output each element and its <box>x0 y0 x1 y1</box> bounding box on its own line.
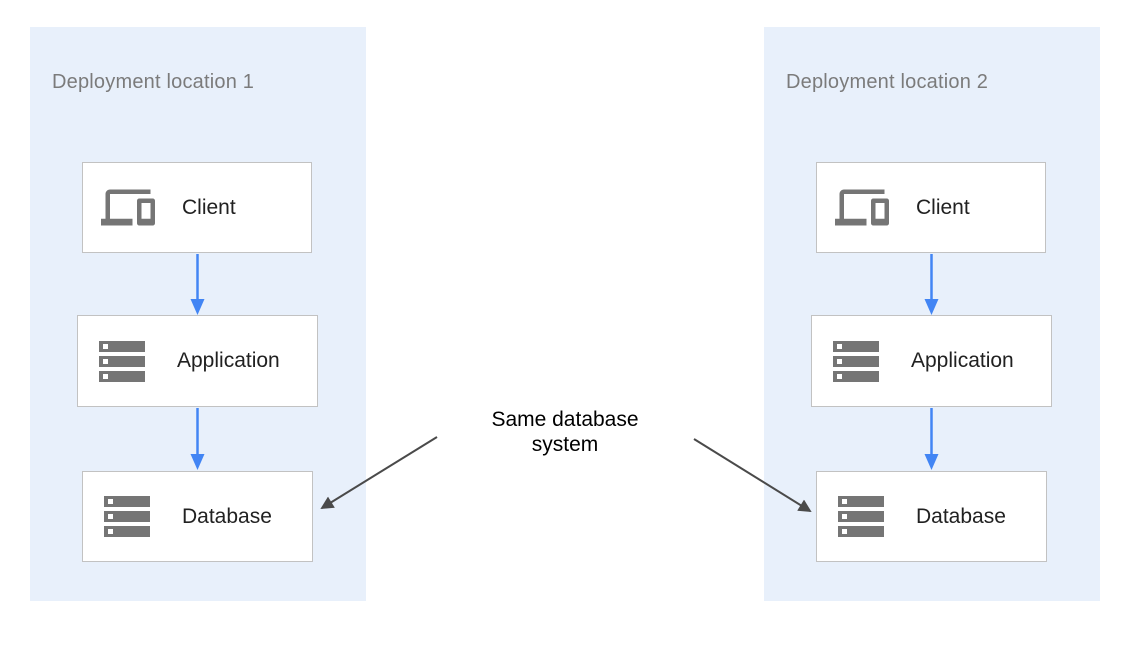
node-label: Application <box>177 349 280 372</box>
devices-icon <box>834 187 890 228</box>
node-label: Application <box>911 349 1014 372</box>
server-icon <box>95 340 151 382</box>
node-application-1: Application <box>77 315 318 407</box>
node-database-1: Database <box>82 471 313 562</box>
panel-deployment-location-2: Deployment location 2 Client <box>764 27 1100 601</box>
annotation-same-database-system: Same database system <box>445 407 685 457</box>
node-label: Database <box>916 504 1006 528</box>
server-icon <box>834 496 890 537</box>
node-label: Client <box>916 195 970 219</box>
node-label: Database <box>182 504 272 528</box>
panel-deployment-location-1: Deployment location 1 Client <box>30 27 366 601</box>
panel-1-label: Deployment location 1 <box>52 71 255 93</box>
annotation-line-1: Same database <box>491 408 639 431</box>
annotation-line-2: system <box>531 433 599 456</box>
server-icon <box>100 496 156 537</box>
node-label: Client <box>182 195 236 219</box>
node-client-2: Client <box>816 162 1046 253</box>
server-icon <box>829 340 885 382</box>
panel-2-label: Deployment location 2 <box>786 71 989 93</box>
devices-icon <box>100 187 156 228</box>
node-client-1: Client <box>82 162 312 253</box>
node-application-2: Application <box>811 315 1052 407</box>
node-database-2: Database <box>816 471 1047 562</box>
